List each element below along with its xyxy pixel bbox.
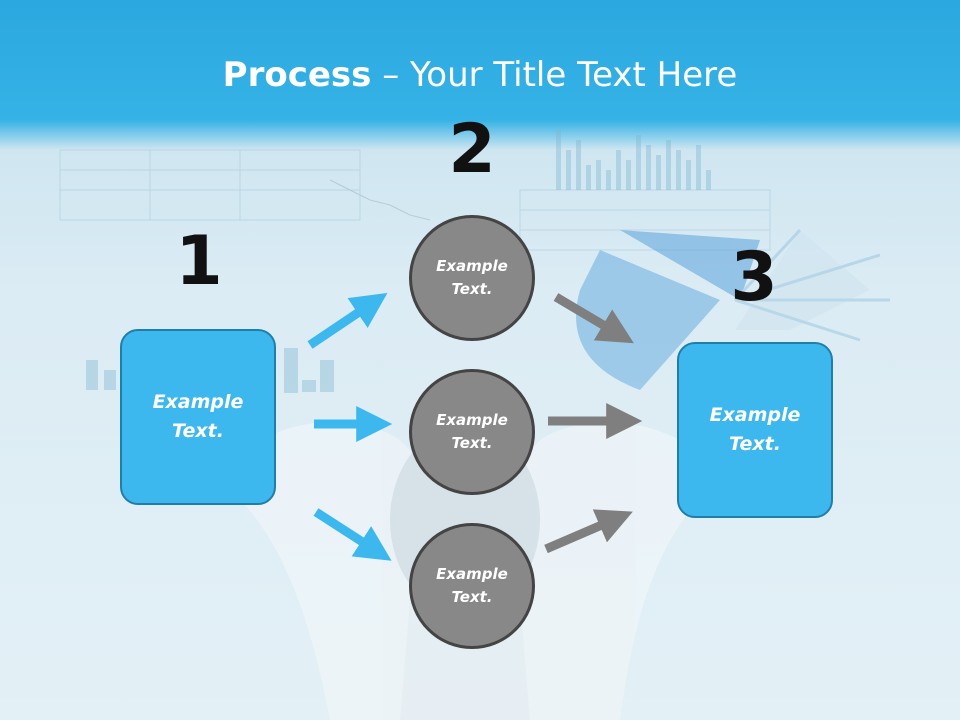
circle-middle-line2: Text. xyxy=(451,434,493,452)
step-number-3: 3 xyxy=(730,238,778,317)
step-number-2: 2 xyxy=(448,110,496,189)
right-text-box: Example Text. xyxy=(677,342,833,518)
circle-top: Example Text. xyxy=(409,215,535,341)
left-box-line2: Text. xyxy=(172,420,224,442)
right-box-line1: Example xyxy=(709,404,801,426)
circle-bottom-line1: Example xyxy=(436,565,508,583)
arrow-to-circle-bottom xyxy=(313,508,392,561)
left-box-line1: Example xyxy=(152,391,244,413)
title-bold: Process xyxy=(222,55,372,95)
right-box-line2: Text. xyxy=(729,433,781,455)
circle-top-line1: Example xyxy=(436,257,508,275)
arrow-from-circle-top xyxy=(553,293,634,344)
circle-top-line2: Text. xyxy=(451,280,493,298)
arrow-from-circle-bottom xyxy=(544,509,633,554)
arrow-to-circle-top xyxy=(307,292,388,349)
circle-bottom-line2: Text. xyxy=(451,588,493,606)
slide-title: Process – Your Title Text Here xyxy=(0,55,960,95)
title-rest: Your Title Text Here xyxy=(410,55,738,95)
title-separator: – xyxy=(371,55,411,95)
circle-middle-line1: Example xyxy=(436,411,508,429)
circle-bottom: Example Text. xyxy=(409,523,535,649)
circle-middle: Example Text. xyxy=(409,369,535,495)
step-number-1: 1 xyxy=(175,222,223,301)
left-text-box: Example Text. xyxy=(120,329,276,505)
